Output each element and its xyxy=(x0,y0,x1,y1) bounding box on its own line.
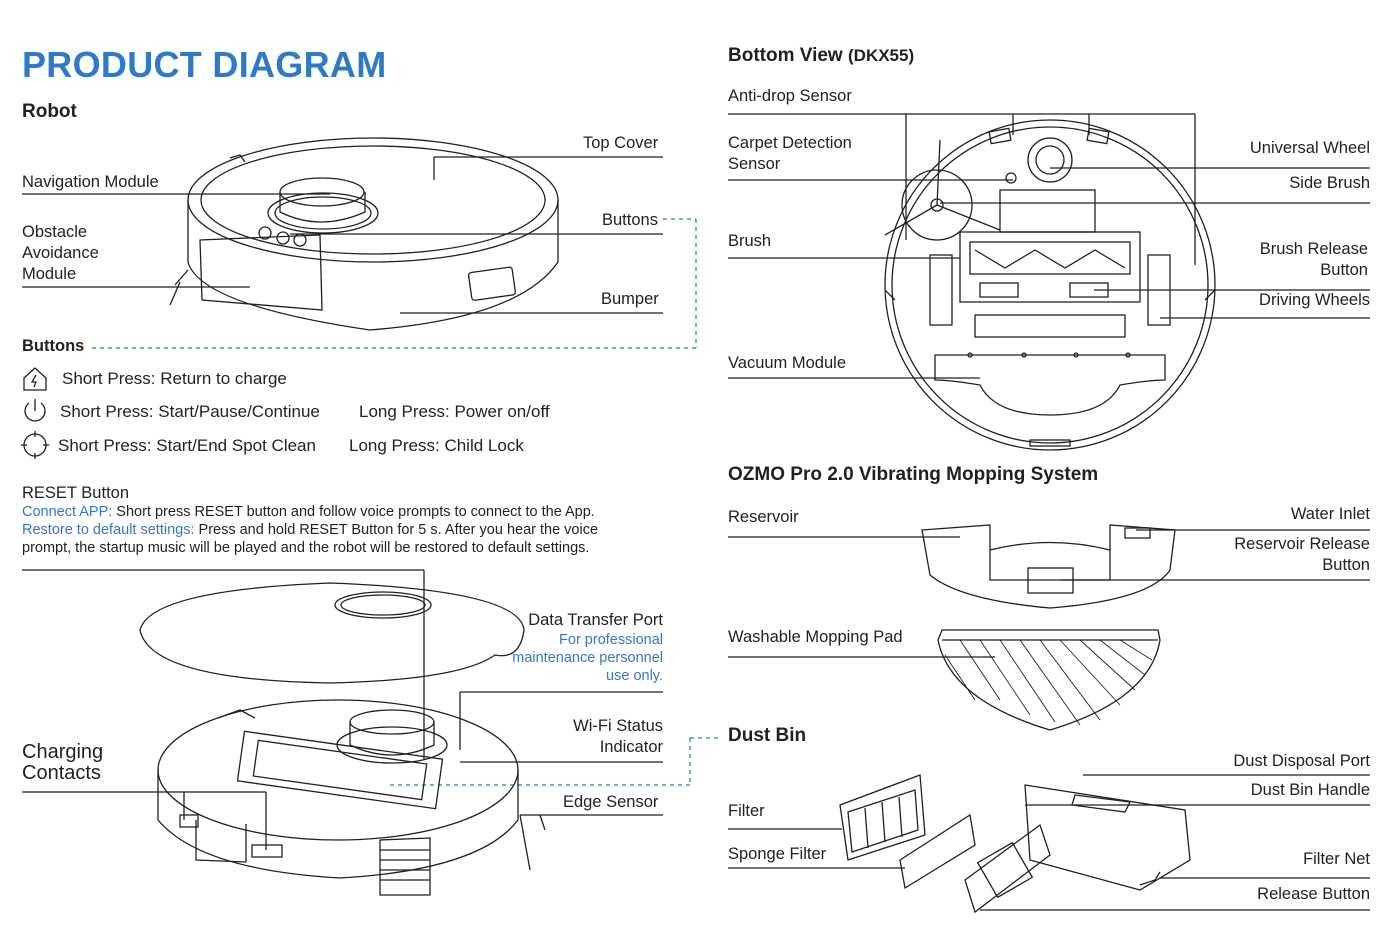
mopping-pad-hatch xyxy=(944,639,1153,726)
note-line-1: For professional xyxy=(559,632,663,648)
buttons-heading: Buttons xyxy=(22,337,85,355)
reservoir-illustration xyxy=(921,524,1176,731)
spot-clean-icon xyxy=(21,431,49,459)
button-row-2-long: Long Press: Power on/off xyxy=(359,402,550,421)
dust-bin-leader-lines xyxy=(728,774,1370,911)
ozmo-heading: OZMO Pro 2.0 Vibrating Mopping System xyxy=(728,464,1099,485)
robot-heading: Robot xyxy=(22,101,77,122)
button-row-3-long: Long Press: Child Lock xyxy=(349,436,524,455)
label-reservoir: Reservoir xyxy=(728,508,799,526)
reservoir-release-line-2: Button xyxy=(1322,556,1370,574)
home-icon xyxy=(23,367,47,391)
label-filter-net: Filter Net xyxy=(1303,850,1370,868)
brush-release-line-1: Brush Release xyxy=(1259,240,1368,258)
brush-release-line-2: Button xyxy=(1320,261,1368,279)
charging-line-2: Contacts xyxy=(22,762,101,784)
note-line-3: use only. xyxy=(606,668,663,684)
reset-restore-body: Press and hold RESET Button for 5 s. Aft… xyxy=(22,522,599,556)
carpet-line-2: Sensor xyxy=(728,155,781,173)
label-release-button: Release Button xyxy=(1257,885,1370,903)
label-obstacle-avoidance-module: Obstacle Avoidance Module xyxy=(22,222,99,285)
label-edge-sensor: Edge Sensor xyxy=(563,793,659,811)
power-icon xyxy=(24,399,46,422)
button-row-2-short: Short Press: Start/Pause/Continue xyxy=(60,402,320,421)
label-driving-wheels: Driving Wheels xyxy=(1259,291,1370,309)
bottom-view-title: Bottom View xyxy=(728,45,843,66)
button-row-3-short: Short Press: Start/End Spot Clean xyxy=(58,436,316,455)
bottom-view-leader-lines xyxy=(728,113,1370,379)
top-view-leader-lines xyxy=(22,569,663,850)
reset-connect-label: Connect APP: xyxy=(22,504,113,520)
reservoir-release-line-1: Reservoir Release xyxy=(1234,535,1370,553)
dust-bin-heading: Dust Bin xyxy=(728,725,807,746)
obstacle-line-3: Module xyxy=(22,265,77,283)
obstacle-line-1: Obstacle xyxy=(22,223,88,241)
label-reservoir-release-button: Reservoir Release Button xyxy=(1234,534,1370,576)
label-bumper: Bumper xyxy=(601,290,659,308)
wifi-line-1: Wi-Fi Status xyxy=(573,717,663,735)
bottom-view-model: (DKX55) xyxy=(848,46,915,65)
label-dust-disposal-port: Dust Disposal Port xyxy=(1233,752,1370,770)
bottom-view-illustration xyxy=(884,119,1216,451)
reset-restore-text: Restore to default settings: Press and h… xyxy=(22,521,642,557)
label-washable-mopping-pad: Washable Mopping Pad xyxy=(728,628,903,646)
robot-top-view-illustration xyxy=(139,582,546,896)
carpet-line-1: Carpet Detection xyxy=(728,134,852,152)
button-row-1-short: Short Press: Return to charge xyxy=(62,369,287,388)
label-navigation-module: Navigation Module xyxy=(22,173,159,191)
label-vacuum-module: Vacuum Module xyxy=(728,354,847,372)
maintenance-note: For professional maintenance personnel u… xyxy=(512,631,663,685)
label-brush-release-button: Brush Release Button xyxy=(1260,239,1368,281)
reset-connect-body: Short press RESET button and follow voic… xyxy=(112,504,595,520)
robot-illustration xyxy=(169,137,559,331)
label-universal-wheel: Universal Wheel xyxy=(1249,139,1370,157)
dust-bin-illustration xyxy=(839,774,1191,914)
label-anti-drop-sensor: Anti-drop Sensor xyxy=(728,87,852,105)
note-line-2: maintenance personnel xyxy=(512,650,663,666)
label-top-cover: Top Cover xyxy=(583,134,659,152)
label-sponge-filter: Sponge Filter xyxy=(728,845,827,863)
page-title: PRODUCT DIAGRAM xyxy=(22,44,387,85)
bottom-view-heading: Bottom View (DKX55) xyxy=(728,45,914,67)
label-buttons: Buttons xyxy=(602,211,658,229)
label-carpet-detection-sensor: Carpet Detection Sensor xyxy=(728,133,852,175)
reset-restore-label: Restore to default settings: xyxy=(22,522,195,538)
label-side-brush: Side Brush xyxy=(1289,174,1370,192)
ozmo-leader-lines xyxy=(728,529,1370,658)
wifi-line-2: Indicator xyxy=(599,738,663,756)
robot-leader-lines xyxy=(22,156,663,314)
charging-line-1: Charging xyxy=(22,741,104,763)
label-charging-contacts: Charging Contacts xyxy=(22,742,103,784)
label-data-transfer-port: Data Transfer Port xyxy=(528,611,663,629)
label-water-inlet: Water Inlet xyxy=(1290,505,1370,523)
label-wifi-status-indicator: Wi-Fi Status Indicator xyxy=(573,716,663,758)
reset-connect-text: Connect APP: Short press RESET button an… xyxy=(22,503,642,521)
label-dust-bin-handle: Dust Bin Handle xyxy=(1250,781,1370,799)
reset-heading: RESET Button xyxy=(22,484,130,502)
obstacle-line-2: Avoidance xyxy=(22,244,99,262)
label-filter: Filter xyxy=(728,802,765,820)
label-brush: Brush xyxy=(728,232,772,250)
